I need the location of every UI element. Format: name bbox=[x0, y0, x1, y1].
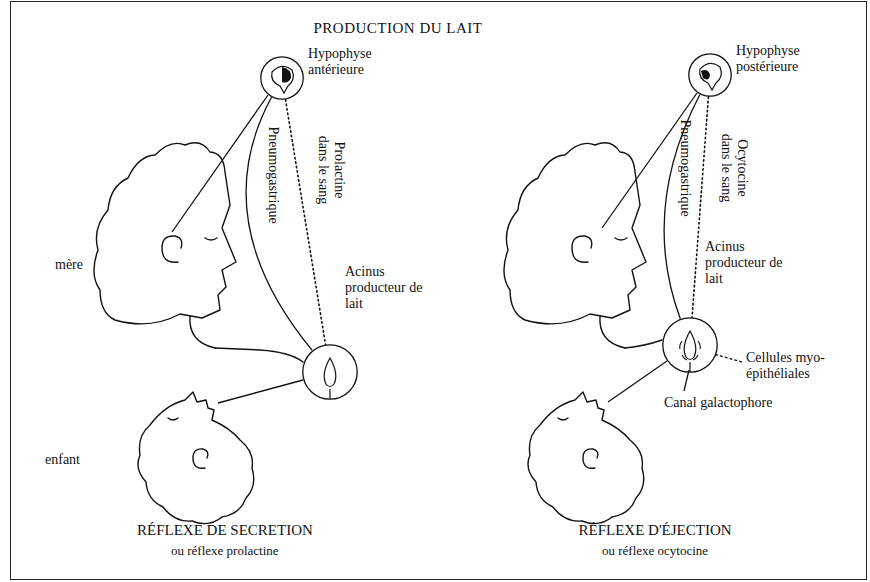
node-label: Acinus producteur de lait bbox=[345, 264, 425, 312]
child-head bbox=[138, 392, 254, 524]
caption-text: RÉFLEXE D'ÉJECTION bbox=[579, 522, 732, 538]
circle-outline bbox=[663, 318, 717, 372]
connector-label: Prolactine dans le sang bbox=[315, 129, 347, 211]
circle-outline bbox=[302, 344, 358, 400]
caption-text: ou réflexe ocytocine bbox=[602, 543, 708, 559]
pituitary-symbol bbox=[700, 63, 722, 90]
pituitary-lobe bbox=[701, 70, 710, 79]
child-ear bbox=[583, 449, 598, 468]
circle-outline bbox=[303, 345, 357, 399]
duct-symbol bbox=[689, 362, 690, 372]
circle-outline bbox=[261, 57, 303, 99]
part-label: enfant bbox=[45, 452, 80, 468]
myoepithelial-cell bbox=[680, 341, 682, 349]
acinus-symbol bbox=[324, 358, 336, 387]
mother-head bbox=[94, 143, 236, 324]
node-label: Hypophyse postérieure bbox=[736, 43, 816, 75]
myoepithelial-cell bbox=[698, 341, 700, 349]
leader-line bbox=[684, 370, 689, 391]
caption-text: RÉFLEXE DE SECRETION bbox=[137, 522, 313, 538]
part-label: mère bbox=[55, 257, 83, 273]
suckling-line bbox=[608, 361, 667, 402]
nerve-route bbox=[664, 95, 700, 319]
suckling-line bbox=[218, 380, 303, 403]
mother-ear bbox=[572, 236, 592, 262]
node-label: Acinus producteur de lait bbox=[705, 239, 785, 287]
child-ear bbox=[193, 449, 208, 468]
gland-circle: Hypophyse antérieure bbox=[260, 56, 304, 100]
connector-label: Pneumogastrique bbox=[676, 119, 692, 216]
caption-text: ou réflexe prolactine bbox=[171, 543, 279, 559]
mother-neck bbox=[190, 316, 215, 348]
pituitary-symbol bbox=[272, 66, 294, 93]
part-label: Cellules myo-épithéliales bbox=[746, 350, 858, 382]
acinus-symbol bbox=[684, 331, 696, 360]
node-label: Hypophyse antérieure bbox=[308, 46, 388, 78]
mother-eye bbox=[205, 238, 217, 240]
nerve-line bbox=[172, 95, 268, 232]
pituitary-lobe bbox=[282, 67, 291, 83]
acinus-circle: Acinus producteur de lait bbox=[662, 317, 718, 373]
connector-label: Ocytocine dans le sang bbox=[718, 127, 750, 209]
breast-outline bbox=[625, 340, 662, 348]
mother-ear bbox=[162, 236, 182, 262]
nerve-route bbox=[246, 97, 312, 350]
duct-symbol bbox=[329, 389, 330, 399]
mother-head bbox=[504, 143, 646, 324]
myoepithelial-cell bbox=[693, 355, 698, 360]
diagram-title: PRODUCTION DU LAIT bbox=[314, 20, 483, 36]
child-eye bbox=[168, 418, 178, 420]
acinus-circle: Acinus producteur de lait bbox=[302, 344, 358, 400]
frame bbox=[11, 2, 867, 580]
circle-outline bbox=[688, 53, 732, 97]
myoepithelial-cell bbox=[682, 355, 687, 360]
mother-neck bbox=[600, 316, 625, 348]
gland-circle: Hypophyse postérieure bbox=[688, 53, 732, 97]
nerve-line bbox=[602, 93, 697, 228]
connector-label: Pneumogastrique bbox=[264, 126, 280, 223]
child-head bbox=[528, 392, 644, 524]
breast-outline bbox=[215, 348, 303, 362]
circle-outline bbox=[662, 317, 718, 373]
mother-eye bbox=[615, 238, 627, 240]
circle-outline bbox=[260, 56, 304, 100]
child-eye bbox=[558, 418, 568, 420]
circle-outline bbox=[689, 54, 731, 96]
leader-line bbox=[714, 354, 742, 362]
part-label: Canal galactophore bbox=[664, 395, 772, 411]
